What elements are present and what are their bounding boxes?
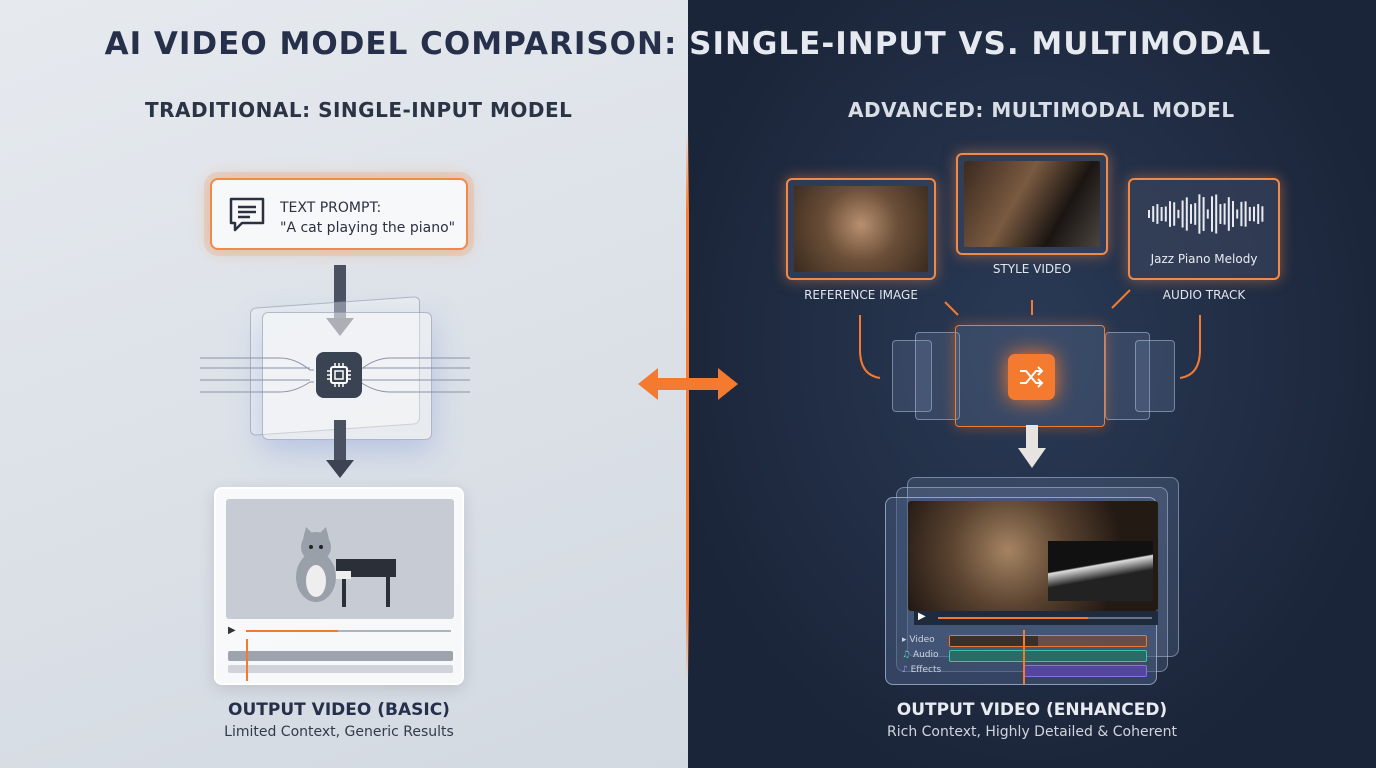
network-panel [1105, 332, 1150, 420]
input-arrows [859, 289, 1201, 379]
track-label-effects: ♪ Effects [902, 665, 942, 675]
waveform-icon [1148, 194, 1264, 234]
enhanced-video-frame [908, 501, 1158, 611]
audio-card-text: Jazz Piano Melody [1150, 252, 1258, 266]
waveform-bar [1211, 196, 1213, 232]
network-panel [892, 340, 932, 412]
waveform-bar [1177, 209, 1180, 219]
style-video-card [956, 153, 1108, 255]
enhanced-output-card: ▶ ▸ Video ♫ Audio ♪ Effects [885, 497, 1158, 685]
waveform-bar [1202, 197, 1205, 231]
video-track[interactable] [949, 635, 1147, 647]
waveform-bar [1185, 197, 1188, 231]
basic-output-caption: Limited Context, Generic Results [224, 724, 454, 740]
multimodal-hub [1008, 354, 1055, 400]
piano-image [1048, 541, 1153, 601]
page-title: AI VIDEO MODEL COMPARISON: SINGLE-INPUT … [0, 26, 1376, 62]
reference-image-card [786, 178, 936, 280]
basic-output-title: OUTPUT VIDEO (BASIC) [228, 700, 450, 720]
waveform-bar [1160, 207, 1163, 221]
flow-line [334, 420, 346, 462]
waveform-bar [1198, 194, 1201, 234]
chat-icon [229, 197, 265, 232]
flow-line [1026, 425, 1038, 450]
track-label-audio: ♫ Audio [902, 650, 939, 660]
waveform-bar [1240, 201, 1243, 227]
player-controls: ▶ [914, 611, 1158, 625]
prompt-label: TEXT PROMPT: [280, 200, 382, 216]
waveform-bar [1173, 202, 1176, 226]
track-name: Audio [912, 650, 939, 660]
shuffle-icon [1019, 366, 1043, 388]
text-prompt-box: TEXT PROMPT: "A cat playing the piano" [210, 178, 468, 250]
waveform-bar [1148, 210, 1150, 218]
waveform-bar [1152, 206, 1155, 222]
arrow-down-icon [1018, 448, 1046, 468]
right-heading: ADVANCED: MULTIMODAL MODEL [848, 98, 1235, 122]
basic-video-frame [226, 499, 454, 619]
track-name: Effects [910, 665, 942, 675]
waveform-bar [1156, 204, 1159, 224]
video-clip [950, 636, 1039, 646]
input-label: STYLE VIDEO [992, 262, 1072, 276]
divider [686, 130, 689, 680]
playhead[interactable] [246, 639, 248, 681]
waveform-bar [1219, 204, 1222, 224]
waveform-bar [1223, 203, 1226, 225]
basic-output-card: ▶ [214, 487, 464, 685]
waveform-bar [1206, 209, 1209, 219]
audio-track-card: Jazz Piano Melody [1128, 178, 1280, 280]
play-icon[interactable]: ▶ [918, 611, 926, 622]
input-label: AUDIO TRACK [1162, 288, 1246, 302]
left-heading: TRADITIONAL: SINGLE-INPUT MODEL [145, 98, 573, 122]
arrow-down-icon [326, 318, 354, 336]
flow-line [334, 265, 346, 320]
waveform-bar [1248, 206, 1251, 222]
cat-photo [794, 186, 928, 272]
enhanced-output-title: OUTPUT VIDEO (ENHANCED) [896, 700, 1168, 720]
playhead[interactable] [1023, 630, 1025, 684]
timeline-track [228, 665, 453, 673]
progress-fill [246, 630, 339, 632]
waveform-bar [1257, 204, 1260, 224]
waveform-bar [1236, 209, 1239, 219]
prompt-text: "A cat playing the piano" [280, 220, 456, 236]
track-name: Video [909, 635, 935, 645]
cartoon-cat-piano [296, 527, 396, 607]
waveform-bar [1164, 206, 1167, 222]
input-label: REFERENCE IMAGE [804, 288, 918, 302]
progress-track[interactable] [246, 630, 451, 632]
double-arrow-icon [638, 368, 738, 400]
chip-icon [327, 363, 351, 387]
play-icon[interactable]: ▶ [228, 625, 236, 636]
waveform-bar [1253, 206, 1255, 222]
network-panel [915, 332, 960, 420]
waveform-bar [1232, 200, 1234, 228]
ai-chip [316, 352, 362, 398]
network-panel [1135, 340, 1175, 412]
waveform-bar [1190, 204, 1192, 224]
progress-fill [938, 617, 1088, 619]
timeline-track [228, 651, 453, 661]
track-label-video: ▸ Video [902, 635, 935, 645]
waveform-bar [1215, 194, 1218, 234]
waveform-bar [1244, 201, 1247, 227]
waveform-bar [1194, 203, 1197, 225]
enhanced-output-caption: Rich Context, Highly Detailed & Coherent [887, 724, 1177, 740]
waveform-bar [1227, 197, 1230, 231]
pianist-photo [964, 161, 1100, 247]
arrow-down-icon [326, 460, 354, 478]
progress-track[interactable] [938, 617, 1152, 619]
waveform-bar [1169, 201, 1171, 227]
data-lines [200, 357, 470, 393]
audio-track[interactable] [949, 650, 1147, 662]
waveform-bar [1181, 200, 1184, 228]
effects-track[interactable] [1024, 665, 1147, 677]
waveform-bar [1261, 206, 1264, 222]
